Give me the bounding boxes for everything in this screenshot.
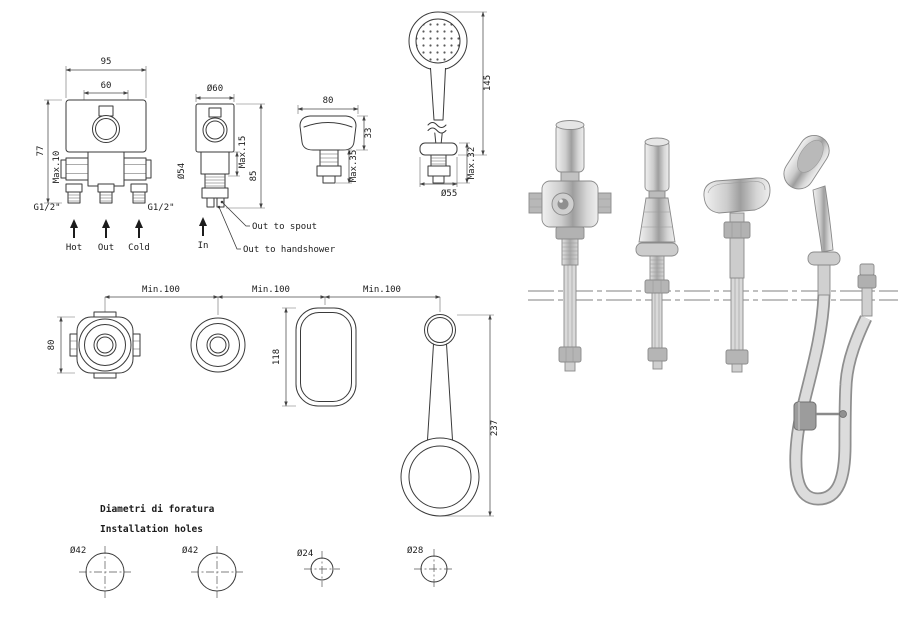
hole-2-label: Ø42 (182, 545, 198, 556)
render-diverter-valve (635, 137, 679, 370)
dim-237-label: 237 (490, 420, 500, 436)
valve-plan-view (69, 311, 141, 379)
spout-body (299, 115, 357, 184)
valve-front-plate (65, 99, 147, 153)
dim-dia54-label: Ø54 (176, 163, 187, 179)
deck-lines (528, 290, 898, 301)
flow-arrow-cold (135, 219, 143, 238)
hole-3: Ø24 (297, 548, 340, 587)
hole-1: Ø42 (70, 545, 131, 598)
flow-arrow-out (102, 219, 110, 238)
dim-80-label: 80 (323, 96, 334, 106)
thread-left-label: G1/2" (33, 203, 60, 213)
handshower-side-view: 145 Max.32 Ø55 (408, 11, 493, 199)
port-out-label: Out (98, 243, 114, 253)
render-spout (703, 177, 771, 373)
port-in-label: In (198, 241, 209, 251)
leader-out-to-handshower (217, 205, 241, 250)
render-thermostatic-valve (528, 120, 612, 372)
valve-front-body (60, 151, 152, 204)
diverter-plan-view (190, 317, 246, 373)
handshower-head (408, 11, 468, 71)
valve-side-view: Ø60 Ø54 Max.15 85 In (176, 83, 336, 255)
handshower-handle (427, 67, 447, 144)
dim-max15-label: Max.15 (238, 136, 248, 169)
hole-4: Ø28 (407, 545, 454, 589)
dim-118-label: 118 (272, 349, 282, 365)
out-to-spout-label: Out to spout (252, 222, 317, 232)
thread-right-label: G1/2" (147, 203, 174, 213)
dim-max35-label: Max.35 (349, 150, 359, 183)
render-hose-clamp (793, 401, 847, 431)
dim-dia60-label: Ø60 (207, 83, 223, 94)
dim-max32-label: Max.32 (467, 147, 477, 180)
dim-max10-label: Max.10 (52, 151, 62, 184)
valve-side-body (200, 151, 230, 208)
dim-plan-80-label: 80 (47, 340, 57, 351)
installation-holes: Diametri di foratura Installation holes … (70, 504, 454, 598)
hole-1-label: Ø42 (70, 545, 86, 556)
spout-plan-view (295, 307, 357, 407)
dim-77-label: 77 (36, 146, 46, 157)
dim-60-label: 60 (101, 81, 112, 91)
flow-arrow-in (199, 217, 207, 236)
valve-front-view: 95 60 77 Max.10 (33, 57, 174, 253)
plan-views: Min.100 Min.100 Min.100 80 (47, 285, 500, 517)
dim-85-label: 85 (249, 171, 259, 182)
hole-3-label: Ø24 (297, 548, 313, 559)
flow-arrow-hot (70, 219, 78, 238)
port-hot-label: Hot (66, 243, 82, 253)
handshower-escutcheon (419, 142, 458, 184)
holes-title-it: Diametri di foratura (100, 504, 215, 515)
hole-2: Ø42 (182, 545, 243, 598)
dim-145-label: 145 (483, 75, 493, 91)
leader-out-to-spout (220, 200, 250, 227)
dim-min100-2-label: Min.100 (252, 285, 290, 295)
dim-33-label: 33 (364, 128, 374, 139)
dim-min100-1-label: Min.100 (142, 285, 180, 295)
port-cold-label: Cold (128, 243, 150, 253)
spout-side-view: 80 33 Max.35 (297, 96, 374, 184)
dim-min100-3-label: Min.100 (363, 285, 401, 295)
holes-title-en: Installation holes (100, 524, 203, 535)
render-handshower (783, 134, 877, 506)
valve-side-plate (195, 103, 235, 153)
dim-dia55-label: Ø55 (441, 188, 457, 199)
out-to-handshower-label: Out to handshower (243, 245, 336, 255)
hole-4-label: Ø28 (407, 545, 423, 556)
dim-95-label: 95 (101, 57, 112, 67)
handshower-plan-view (400, 314, 480, 517)
product-render-3d (528, 120, 898, 506)
